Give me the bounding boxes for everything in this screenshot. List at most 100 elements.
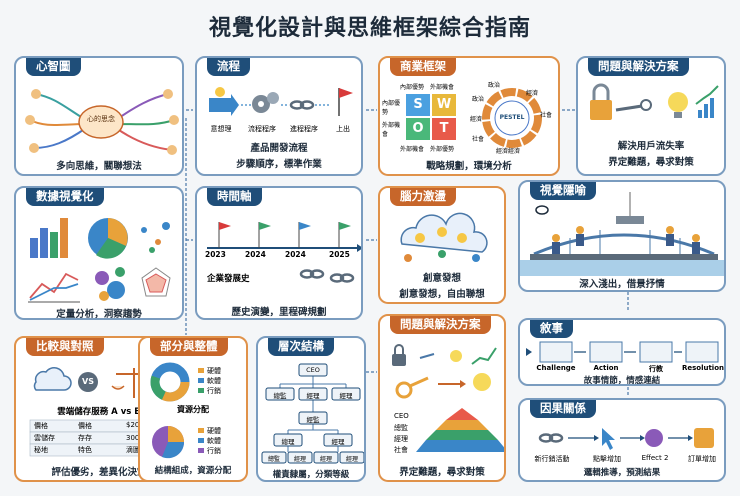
compare-caption: 評估優劣，差異化決策 — [51, 467, 147, 478]
story-step-2: Action — [593, 364, 619, 372]
dataviz-card: 數據視覺化 定量分析，洞察趨勢 — [14, 186, 184, 320]
compare-title: 比較與對照 — [26, 338, 104, 356]
causal-step-2: 點擊增加 — [593, 455, 621, 463]
key-large-icon — [395, 381, 413, 399]
bridge-diagram — [520, 192, 724, 276]
table-row: 價格價格$200 — [34, 421, 144, 430]
hierarchy-ceo: CEO — [306, 366, 320, 374]
hierarchy-l1-2: 經理 — [306, 392, 320, 400]
flag-icon — [339, 88, 353, 98]
swot-w: W — [436, 97, 452, 112]
timeline-caption: 歷史演變，里程碑規劃 — [231, 307, 327, 318]
trend-up-icon — [695, 85, 719, 105]
parts-title: 部分與整體 — [150, 338, 228, 356]
dataviz-title: 數據視覺化 — [26, 188, 104, 206]
mindmap-title: 心智圖 — [26, 58, 81, 76]
key-icon — [615, 104, 643, 112]
timeline-title: 時間軸 — [207, 188, 262, 206]
key-icon — [419, 353, 435, 359]
metaphor-caption: 深入淺出，借景抒情 — [579, 279, 665, 290]
hierarchy-l3-1: 總理 — [281, 438, 295, 446]
process-step-4: 上出 — [336, 125, 350, 133]
metaphor-card: 視覺隱喻 深入淺出，借景抒情 — [518, 180, 726, 292]
pestel-label-2: 經濟 — [526, 90, 539, 97]
causal-diagram — [538, 428, 714, 450]
business-caption: 戰略規劃，環境分析 — [426, 161, 512, 172]
cart-icon — [694, 428, 714, 448]
swot-label-3: 內部優勢 — [382, 100, 401, 116]
parts-legend1-marketing: 行銷 — [207, 387, 221, 395]
mindmap-center-label: 心的思念 — [87, 115, 115, 123]
pestel-label-3: 政治 — [472, 96, 485, 103]
timeline-year-1: 2023 — [205, 250, 226, 259]
pyramid-label-4: 社會 — [394, 446, 408, 454]
process-caption: 產品開發流程 — [250, 143, 308, 154]
hierarchy-l4-2: 經理 — [293, 456, 306, 463]
swot-t: T — [439, 121, 449, 136]
cursor-icon — [602, 428, 615, 450]
hierarchy-l1-3: 經理 — [339, 392, 353, 400]
parts-card: 部分與整體 硬體 軟體 行銷 資源分配 硬體 軟體 行銷 結構組成，資源分配 — [138, 336, 248, 482]
timeline-diagram — [207, 222, 361, 283]
swot-label-5: 外部機會 — [400, 146, 425, 153]
mindmap-diagram — [25, 89, 179, 155]
problem-top-caption: 解決用戶流失率 — [617, 141, 685, 152]
hierarchy-card: 層次結構 CEO 總監 經理 經理 經監 總理 經理 總監 經理 經理 經理 權… — [256, 336, 366, 482]
parts-legend1-hardware: 硬體 — [207, 367, 221, 375]
hierarchy-l1-1: 總監 — [273, 392, 287, 400]
mindmap-caption: 多向思維，關聯想法 — [56, 161, 142, 172]
swot-label-1: 內部優勢 — [400, 84, 425, 91]
bridge-segment — [616, 216, 644, 224]
chain-icon — [538, 433, 564, 443]
pestel-center: PESTEL — [499, 114, 525, 121]
story-step-4: Resolution — [681, 364, 725, 372]
parts-legend2-hardware: 硬體 — [207, 427, 221, 435]
causal-step-3: Effect 2 — [641, 454, 669, 462]
pestel-label-4: 經濟 — [470, 116, 483, 123]
process-diagram — [209, 87, 353, 116]
problem-bottom-card: 問題與解決方案 CEO 總監 經理 社會 界定難題，尋求對策 — [378, 314, 506, 482]
metaphor-title: 視覺隱喻 — [530, 182, 596, 200]
story-diagram — [526, 341, 719, 363]
timeline-card: 時間軸 2023 2024 2024 2025 企業發展史 歷史演變，里程碑規劃 — [195, 186, 363, 320]
timeline-year-2: 2024 — [245, 250, 266, 259]
swot-pestel-diagram — [406, 88, 542, 148]
swot-label-6: 外部優勢 — [430, 146, 455, 153]
brainstorm-sub: 創意發想，自由聯想 — [399, 289, 485, 300]
bulb-icon — [668, 92, 688, 112]
brainstorm-title: 腦力激盪 — [390, 188, 456, 206]
page-title: 視覺化設計與思維框架綜合指南 — [208, 16, 531, 41]
problem-bottom-diagram — [392, 344, 504, 452]
process-step-3: 進程程序 — [290, 125, 318, 133]
hierarchy-l4-3: 經理 — [319, 456, 332, 463]
hierarchy-l4-4: 經理 — [345, 456, 358, 463]
parts-label1: 資源分配 — [177, 405, 209, 414]
process-sub: 步驟順序，標準作業 — [236, 159, 322, 170]
parts-legend2-software: 軟體 — [207, 437, 221, 445]
swot-label-4: 外部機會 — [382, 122, 401, 138]
hierarchy-caption: 權責隸屬，分類等級 — [272, 470, 350, 480]
mindmap-center-node — [78, 105, 124, 139]
process-step-2: 流程程序 — [248, 125, 276, 133]
parts-legend1-software: 軟體 — [207, 377, 221, 385]
process-title: 流程 — [207, 58, 250, 76]
problem-top-title: 問題與解決方案 — [588, 58, 689, 76]
causal-title: 因果關係 — [530, 400, 596, 418]
pestel-label-7: 經濟經濟 — [496, 148, 521, 155]
parts-caption: 結構組成，資源分配 — [154, 466, 232, 476]
mindmap-card: 心智圖 心的思念 多向思維，關聯想法 — [14, 56, 184, 176]
problem-top-sub: 界定難題，尋求對策 — [608, 157, 694, 168]
lock-icon — [590, 100, 612, 120]
hierarchy-title: 層次結構 — [268, 338, 334, 356]
hierarchy-l4-1: 總監 — [267, 456, 280, 463]
bulb-icon — [450, 350, 462, 362]
problem-top-diagram — [590, 83, 719, 120]
pyramid-label-1: CEO — [394, 412, 409, 420]
hierarchy-l2-1: 經監 — [306, 416, 320, 424]
business-card: 商業框架 S W O T 內部優勢 外部機會 內部優勢 外部機會 外部機會 外部… — [378, 56, 560, 176]
bulb-icon — [215, 87, 225, 97]
causal-step-1: 新行銷活動 — [534, 455, 570, 463]
table-row: 秘地特色滴圖 — [34, 446, 140, 454]
chain-icons — [299, 269, 355, 283]
